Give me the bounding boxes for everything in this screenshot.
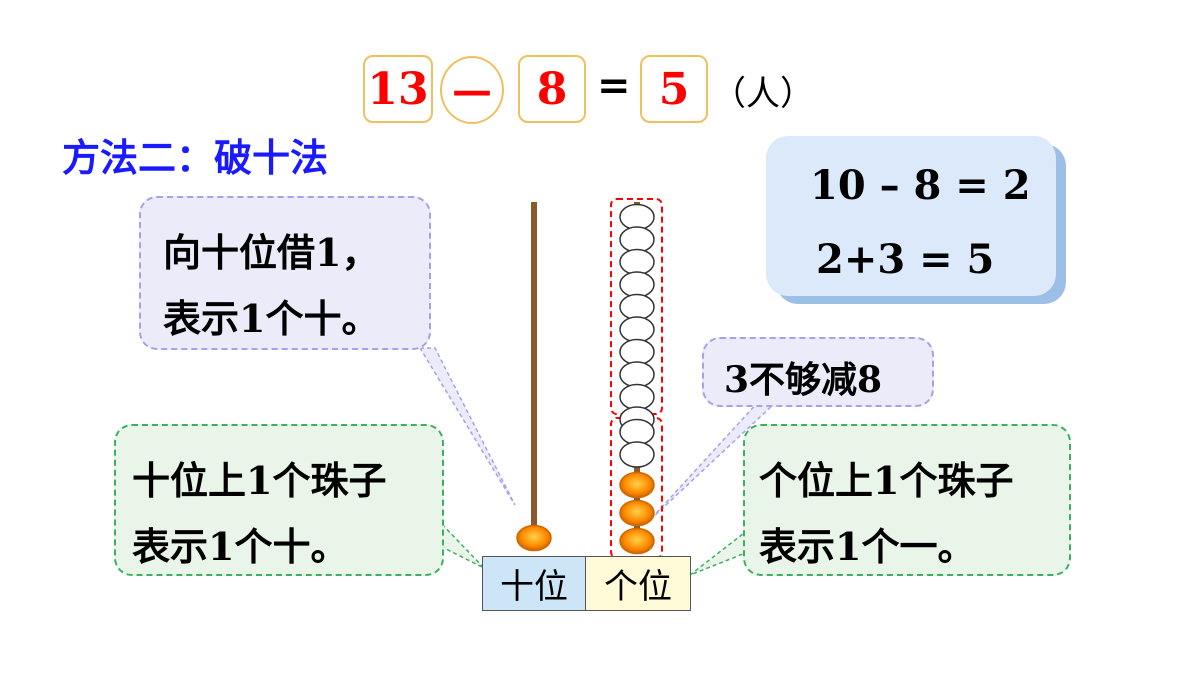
tens-place-label: 十位 (482, 556, 586, 611)
unit-label: （人） (712, 74, 814, 114)
calc-box: 10 – 8 = 2 2+3 = 5 (766, 136, 1056, 296)
minuend-value: 13 (367, 63, 429, 115)
borrowed-ten-bead (619, 293, 655, 321)
borrowed-ten-bead (619, 338, 655, 366)
ones-filled-bead (619, 499, 655, 527)
tens-callout: 十位上1个珠子 表示1个十。 (114, 424, 444, 576)
calc-line-1: 10 – 8 = 2 (810, 162, 1031, 209)
ones-filled-bead (619, 527, 655, 555)
result-value: 5 (658, 63, 690, 115)
tens-rod (531, 202, 537, 538)
ones-place-label: 个位 (585, 556, 691, 611)
borrowed-ten-bead (619, 271, 655, 298)
not-enough-text: 3不够减8 (724, 359, 883, 401)
tens-line-2: 表示1个十。 (132, 524, 349, 569)
result-box: 5 (640, 55, 708, 123)
borrow-line-1: 向十位借1， (163, 230, 380, 275)
minus-operator: — (440, 56, 504, 124)
ones-callout-tail (689, 528, 749, 576)
tens-line-1: 十位上1个珠子 (132, 458, 387, 503)
borrow-callout: 向十位借1， 表示1个十。 (139, 196, 431, 350)
ten-bead-group (610, 198, 663, 415)
ones-line-1: 个位上1个珠子 (759, 458, 1014, 503)
ones-callout: 个位上1个珠子 表示1个一。 (743, 424, 1071, 576)
borrowed-ten-bead (619, 226, 655, 253)
ones-place-text: 个位 (604, 567, 672, 607)
subtrahend-box: 8 (518, 55, 586, 123)
minuend-box: 13 (363, 55, 433, 123)
not-enough-callout: 3不够减8 (702, 337, 934, 407)
borrowed-ten-bead (619, 248, 655, 276)
ones-empty-bead (619, 441, 655, 468)
ones-line-2: 表示1个一。 (759, 524, 976, 569)
equals-sign: = (597, 62, 631, 109)
borrow-line-2: 表示1个十。 (163, 296, 380, 341)
calc-line-2: 2+3 = 5 (816, 236, 995, 283)
operator-text: — (452, 66, 492, 114)
subtrahend-value: 8 (536, 63, 568, 115)
borrowed-ten-bead (619, 203, 655, 231)
method-title: 方法二：破十法 (62, 136, 329, 180)
tens-place-text: 十位 (500, 567, 568, 607)
tens-callout-tail (437, 518, 485, 569)
tens-bead (516, 524, 552, 552)
ones-empty-bead (619, 418, 655, 446)
borrowed-ten-bead (619, 316, 655, 343)
borrowed-ten-bead (619, 361, 655, 388)
borrow-callout-tail (418, 347, 516, 506)
borrowed-ten-bead (619, 383, 655, 411)
ones-filled-bead (619, 471, 655, 499)
